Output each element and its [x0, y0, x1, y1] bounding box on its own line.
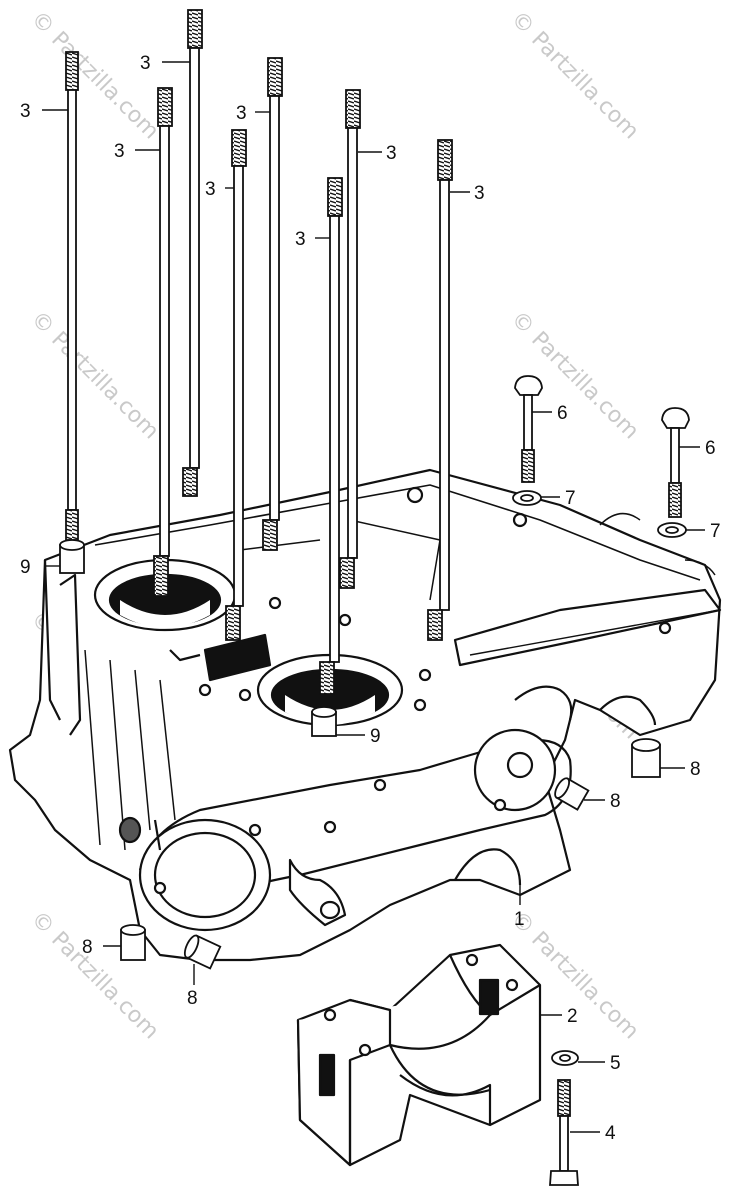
callout-washer-lower: 5 — [610, 1053, 621, 1074]
watermark: © Partzilla.com — [26, 307, 164, 445]
callout-washer: 7 — [710, 521, 721, 542]
stud — [427, 139, 453, 641]
callout-bolt: 6 — [557, 403, 568, 424]
callout-stud: 3 — [20, 101, 31, 122]
stud — [65, 51, 79, 541]
callout-stud: 3 — [140, 53, 151, 74]
callout-dowel-pin-upper: 9 — [370, 726, 381, 747]
bolt — [549, 1079, 579, 1186]
dowel-pin — [631, 738, 661, 778]
dowel-pin — [554, 777, 590, 811]
dowel-pin — [120, 924, 146, 961]
callout-dowel-pin: 8 — [187, 988, 198, 1009]
bolt — [514, 375, 543, 483]
callout-stud: 3 — [114, 141, 125, 162]
dowel-pins — [59, 539, 661, 970]
callout-dowel-pin: 8 — [610, 791, 621, 812]
callout-stud: 3 — [474, 183, 485, 204]
dowel-pin — [311, 706, 337, 737]
callout-crankcase: 1 — [514, 909, 525, 930]
callout-stud: 3 — [295, 229, 306, 250]
callout-labels: 3 3 3 3 3 3 3 3 6 6 7 7 9 9 8 8 1 8 8 2 … — [20, 53, 721, 1144]
leader-lines — [42, 61, 705, 1133]
crankcase-upper — [8, 468, 722, 962]
stud — [319, 177, 343, 695]
bearing-holder — [296, 943, 542, 1167]
callout-dowel-pin: 8 — [82, 937, 93, 958]
callout-stud: 3 — [386, 143, 397, 164]
stud — [182, 9, 203, 497]
watermark: © Partzilla.com — [506, 7, 644, 145]
callout-bolt-lower: 4 — [605, 1123, 616, 1144]
stud-bolts — [65, 9, 453, 695]
bolts-upper — [512, 375, 690, 538]
bolts-lower — [549, 1050, 579, 1186]
callout-bearing-holder: 2 — [567, 1006, 578, 1027]
callout-stud: 3 — [236, 103, 247, 124]
callout-dowel-pin: 8 — [690, 759, 701, 780]
callout-dowel-pin-upper: 9 — [20, 557, 31, 578]
dowel-pin — [183, 934, 222, 970]
callout-stud: 3 — [205, 179, 216, 200]
callout-washer: 7 — [565, 488, 576, 509]
stud — [339, 89, 361, 589]
bolt — [661, 407, 690, 518]
stud — [262, 57, 283, 551]
stud — [225, 129, 247, 641]
callout-bolt: 6 — [705, 438, 716, 459]
stud — [153, 87, 173, 597]
dowel-pin — [59, 539, 85, 574]
watermark: © Partzilla.com — [26, 7, 164, 145]
